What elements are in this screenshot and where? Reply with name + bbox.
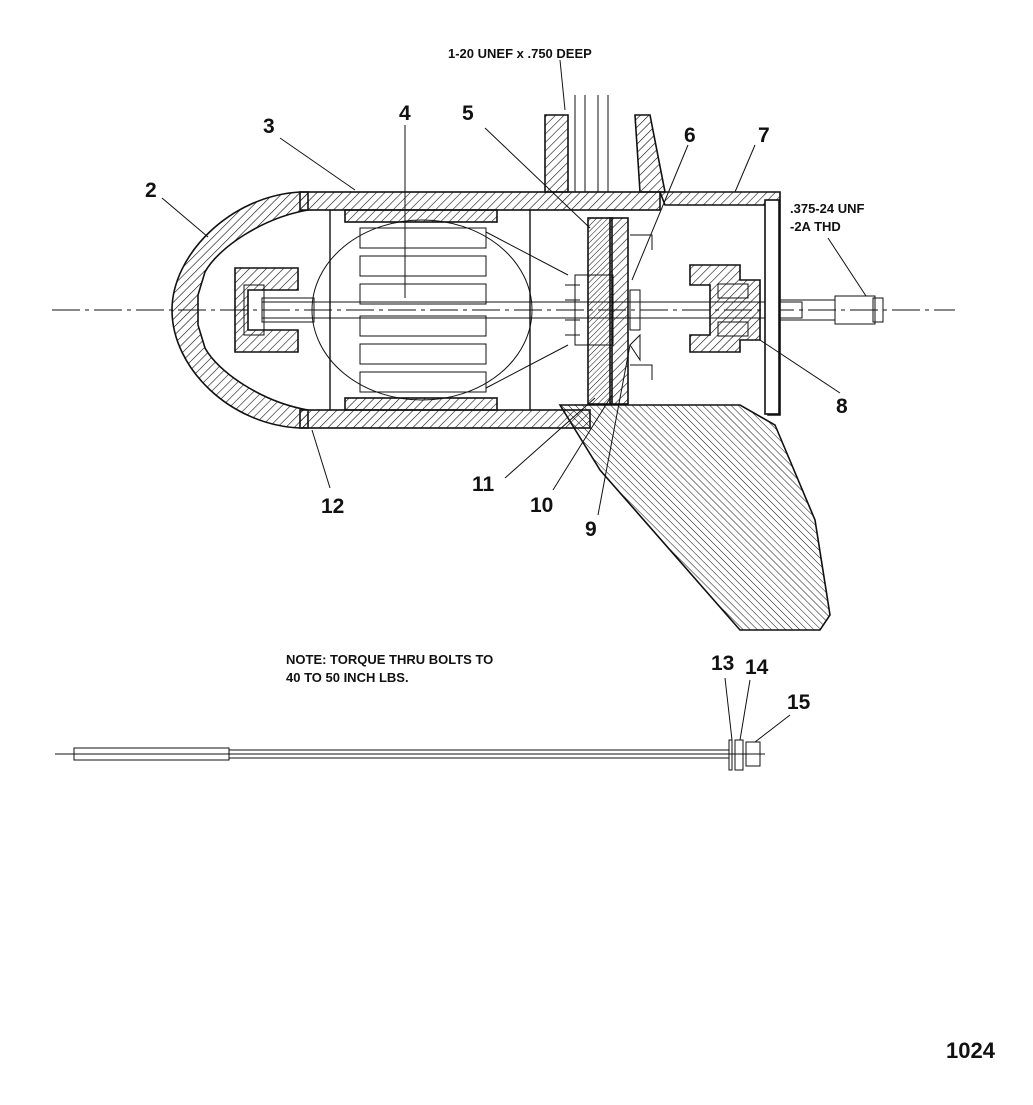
callout-12: 12 (321, 495, 344, 518)
callout-9: 9 (585, 518, 597, 541)
callout-2: 2 (145, 179, 157, 202)
top-thread-annotation: 1-20 UNEF x .750 DEEP (448, 46, 592, 61)
callout-4: 4 (399, 102, 411, 125)
callout-3: 3 (263, 115, 275, 138)
center-housing (299, 191, 661, 429)
callout-10: 10 (530, 494, 553, 517)
armature-shaft (261, 301, 803, 319)
torque-note-line2: 40 TO 50 INCH LBS. (286, 670, 409, 685)
lower-fin (558, 404, 831, 631)
callout-6: 6 (684, 124, 696, 147)
thru-bolt (55, 739, 765, 771)
figure-number: 1024 (946, 1038, 996, 1063)
threaded-shaft-end (779, 295, 884, 325)
callout-15: 15 (787, 691, 811, 714)
callout-14: 14 (745, 656, 769, 679)
leader-lines (161, 59, 867, 743)
callout-13: 13 (711, 652, 734, 675)
nose-cone (171, 191, 315, 429)
brush-assembly (565, 217, 653, 405)
top-port-boss (544, 95, 666, 193)
callout-8: 8 (836, 395, 848, 418)
end-housing (658, 191, 781, 416)
armature (311, 219, 569, 401)
shaft-thread-annotation-line1: .375-24 UNF (790, 201, 864, 216)
shaft-thread-annotation-line2: -2A THD (790, 219, 841, 234)
torque-note-line1: NOTE: TORQUE THRU BOLTS TO (286, 652, 493, 667)
callout-11: 11 (472, 473, 495, 496)
callout-5: 5 (462, 102, 474, 125)
callout-7: 7 (758, 124, 770, 147)
